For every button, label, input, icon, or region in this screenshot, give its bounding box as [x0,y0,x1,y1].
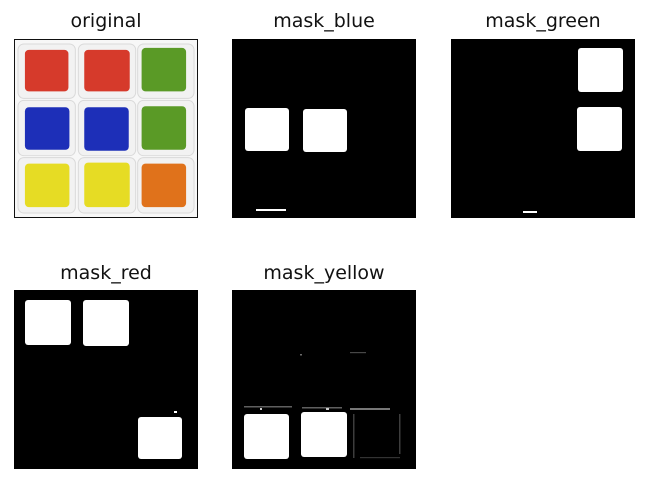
mask-noise [174,411,177,413]
mask-noise [300,354,302,356]
mask-blob [303,109,347,152]
mask-noise [350,408,390,410]
panel-title-mask-blue: mask_blue [273,10,375,32]
mask-blue-canvas [232,39,416,218]
sticker-green [141,106,187,150]
mask-noise [350,352,366,354]
mask-red-canvas [14,290,198,469]
mask-blob [577,107,622,151]
mask-noise [353,414,355,458]
panel-title-mask-red: mask_red [60,262,152,284]
sticker-blue [84,107,129,151]
rubiks-cube-face-image [15,40,197,217]
mask-yellow-canvas [232,290,416,469]
mask-blob [245,108,289,151]
mask-blob [83,300,129,346]
mask-blob [578,48,623,92]
sticker-green [141,47,187,92]
sticker-yellow [84,162,130,208]
mask-noise [360,457,400,459]
original-image [14,39,198,218]
sticker-blue [24,107,70,150]
sticker-yellow [24,163,70,208]
mask-blob [244,414,289,459]
mask-noise [326,408,329,410]
sticker-red [84,49,130,92]
mask-noise [523,211,537,213]
mask-blue-image [232,39,416,218]
panel-title-mask-yellow: mask_yellow [263,262,385,284]
mask-noise [399,414,401,454]
panel-title-original: original [70,10,142,32]
mask-green-image [451,39,635,218]
mask-blob [301,412,347,457]
mask-blob [25,300,71,345]
mask-yellow-image [232,290,416,469]
mask-red-image [14,290,198,469]
mask-green-canvas [451,39,635,218]
mask-noise [260,408,262,410]
mask-blob [138,417,182,459]
mask-noise [244,406,292,408]
sticker-orange [141,163,187,208]
mask-noise [302,407,342,409]
sticker-red [24,49,69,92]
panel-title-mask-green: mask_green [485,10,601,32]
mask-noise [256,209,286,211]
